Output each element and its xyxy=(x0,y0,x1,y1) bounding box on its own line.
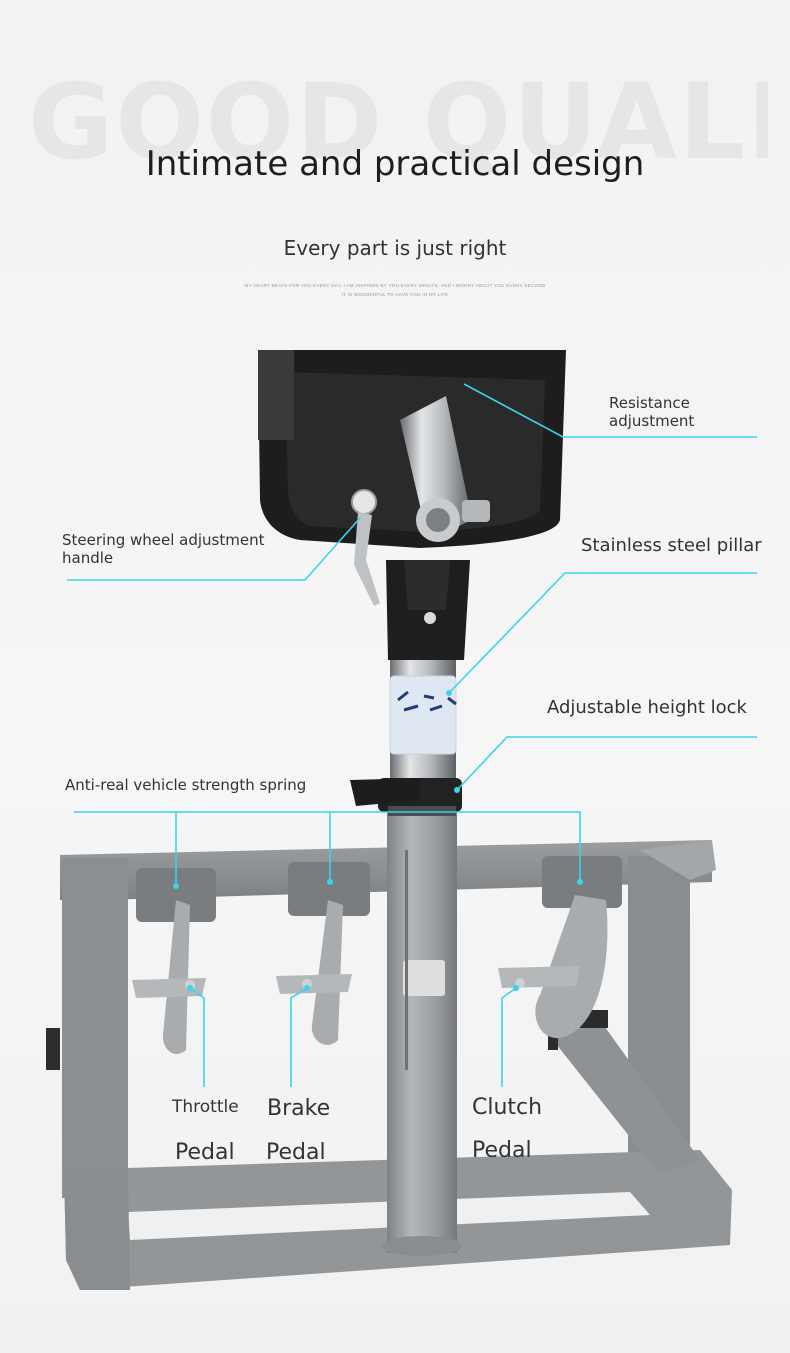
page-title: Intimate and practical design xyxy=(145,144,645,184)
throttle-label-line2: Pedal xyxy=(175,1140,235,1165)
height-lock-clamp xyxy=(350,778,462,816)
label-steering-handle: Steering wheel adjustment handle xyxy=(62,531,265,567)
callout-line-clutch xyxy=(501,987,517,1087)
throttle-label-line1: Throttle xyxy=(172,1097,239,1117)
callout-line-spring xyxy=(74,811,581,882)
clutch-label-line1: Clutch xyxy=(472,1095,543,1120)
label-height-lock: Adjustable height lock xyxy=(547,697,747,718)
brake-label-line2: Pedal xyxy=(266,1140,326,1165)
brake-label-line1: Brake xyxy=(267,1096,331,1121)
watermark-text: GOOD QUALITY xyxy=(28,70,768,174)
fine-print-line-1: MY HEART BEATS FOR YOU EVERY DAY, I AM I… xyxy=(244,283,546,288)
callout-line-throttle xyxy=(189,987,205,1087)
adjustment-handle xyxy=(351,489,380,606)
label-spring: Anti-real vehicle strength spring xyxy=(65,776,307,794)
steel-pillar xyxy=(389,660,457,790)
callout-line-pillar xyxy=(448,572,757,694)
page-subtitle: Every part is just right xyxy=(283,236,507,260)
callout-line-resistance xyxy=(463,383,757,438)
brake-pedal xyxy=(276,862,370,1045)
label-pillar: Stainless steel pillar xyxy=(581,535,762,556)
callout-line-brake xyxy=(290,987,308,1087)
clutch-label-line2: Pedal xyxy=(472,1138,532,1163)
gray-pillar xyxy=(382,808,462,1256)
callout-lines xyxy=(67,383,757,1087)
steering-shaft xyxy=(400,396,490,542)
callout-dots xyxy=(173,690,583,991)
steering-bracket xyxy=(386,560,470,660)
fine-print-line-2: IT IS WONDERFUL TO HAVE YOU IN MY LIFE xyxy=(341,292,449,297)
callout-line-steering xyxy=(67,517,361,581)
callout-line-height-lock xyxy=(456,736,757,791)
throttle-pedal xyxy=(132,868,216,1055)
label-resistance: Resistance adjustment xyxy=(609,394,695,430)
